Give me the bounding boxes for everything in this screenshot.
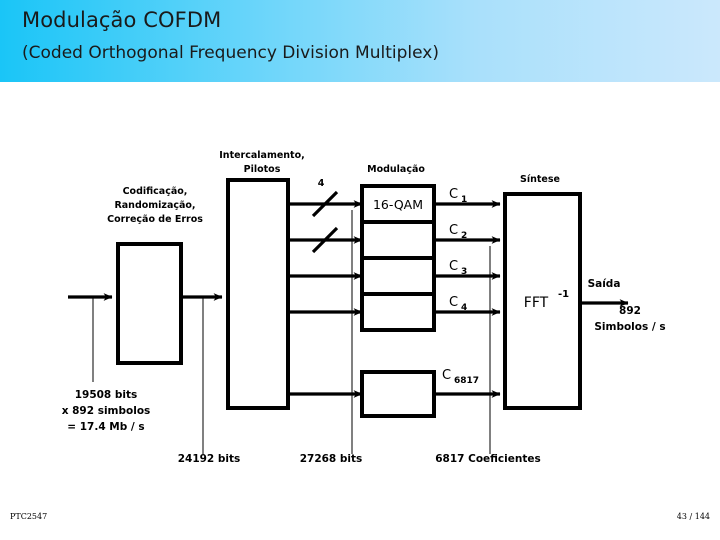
carrier-label-3-base: C [449,259,458,274]
output-rate-unit: Simbolos / s [594,321,665,333]
carrier-label-1-sub: 1 [461,195,467,205]
carrier-label-1-base: C [449,187,458,202]
block-interleaving [226,178,290,410]
stage-label-coding-line3: Correção de Erros [107,214,203,225]
bus-annotation-3: 6817 Coeficientes [435,453,541,465]
carrier-label-5-base: C [442,368,451,383]
fft-exponent-label: -1 [558,289,569,300]
block-modulator-2 [360,220,436,260]
carrier-label-3-sub: 3 [461,267,467,277]
carrier-label-2-base: C [449,223,458,238]
stage-label-interleaving-line2: Pilotos [244,164,281,175]
slide-footer: PTC2547 43 / 144 [0,492,720,540]
block-modulator-last [360,370,436,418]
block-fft [503,192,582,410]
modulation-type-label: 16-QAM [373,197,423,212]
bus-slash-2 [311,226,339,254]
input-stat-line3: = 17.4 Mb / s [67,421,144,433]
block-modulator-4 [360,292,436,332]
output-label: Saída [588,278,621,290]
stage-label-interleaving-line1: Intercalamento, [219,150,304,161]
bus-slash-1 [311,190,339,218]
input-stat-line2: x 892 simbolos [62,405,151,417]
stage-label-modulation: Modulação [367,164,425,175]
output-rate-value: 892 [619,305,641,317]
carrier-label-2-sub: 2 [461,231,467,241]
page-subtitle: (Coded Orthogonal Frequency Division Mul… [22,43,439,63]
bus-annotation-1: 24192 bits [178,453,241,465]
stage-label-coding-line1: Codificação, [123,186,188,197]
page-title: Modulação COFDM [22,8,222,32]
bus-width-label: 4 [318,178,325,189]
carrier-label-4-base: C [449,295,458,310]
block-coding [116,242,183,365]
carrier-label-5-sub: 6817 [454,376,479,386]
input-stat-line1: 19508 bits [75,389,138,401]
fft-label: FFT [524,295,549,311]
block-modulator-3 [360,256,436,296]
stage-label-synthesis: Síntese [520,174,560,185]
slide-header-banner: Modulação COFDM (Coded Orthogonal Freque… [0,0,720,82]
stage-label-coding-line2: Randomização, [114,200,195,211]
carrier-label-4-sub: 4 [461,303,467,313]
bus-annotation-2: 27268 bits [300,453,363,465]
footer-page-number: 43 / 144 [676,512,710,521]
footer-course-code: PTC2547 [10,512,48,521]
cofdm-block-diagram: Codificação, Randomização, Correção de E… [0,82,720,492]
